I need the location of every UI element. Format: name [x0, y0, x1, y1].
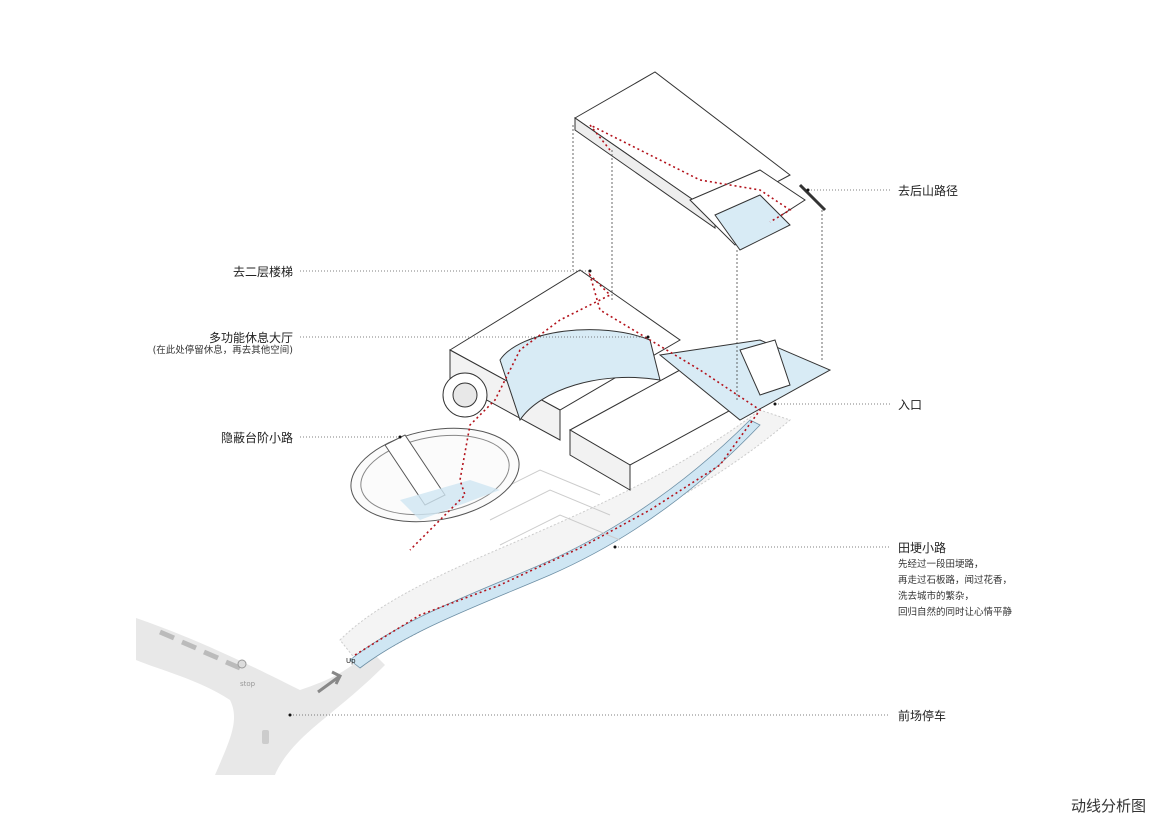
leader-lines — [290, 189, 890, 716]
upper-floor — [574, 71, 827, 251]
diagram-title: 动线分析图 — [1070, 797, 1146, 815]
label-stairs-to-second-floor: 去二层楼梯 — [232, 265, 293, 279]
label-field-path: 田埂小路 — [898, 541, 947, 555]
projection-lines — [572, 125, 823, 400]
upper-route — [589, 124, 792, 223]
direction-arrow-icon — [317, 670, 343, 694]
oval-platform — [350, 427, 520, 523]
label-hidden-steps-path: 隐蔽台阶小路 — [220, 431, 293, 445]
label-entrance: 入口 — [898, 398, 923, 412]
vegetation — [339, 409, 791, 666]
label-multi-lounge: 多功能休息大厅 — [208, 331, 293, 345]
circulation-route — [354, 272, 762, 656]
up-label: Up — [346, 657, 356, 665]
stop-sign-icon — [237, 659, 247, 669]
ground-floor — [442, 269, 832, 491]
pool — [400, 480, 500, 520]
field-path-note: 洗去城市的繁杂， — [898, 591, 975, 602]
label-back-mountain-path: 去后山路径 — [898, 184, 959, 198]
parking-marks — [159, 629, 241, 671]
label-front-parking: 前场停车 — [898, 709, 947, 723]
oval-platform-inner — [360, 434, 510, 516]
field-path-notes: 先经过一段田埂路， 再走过石板路，闻过花香， 洗去城市的繁杂， 回归自然的同时让… — [898, 557, 1012, 621]
label-multi-lounge-note: (在此处停留休息，再去其他空间) — [152, 345, 293, 356]
field-path-ribbon — [349, 419, 761, 669]
car-icon — [262, 730, 269, 744]
leader-dots — [288, 188, 810, 717]
field-path-note: 先经过一段田埂路， — [898, 559, 984, 570]
field-path-note: 再走过石板路，闻过花香， — [898, 575, 1013, 586]
stop-label: stop — [240, 680, 256, 688]
road — [136, 618, 385, 775]
field-path-note: 回归自然的同时让心情平静 — [898, 607, 1013, 618]
